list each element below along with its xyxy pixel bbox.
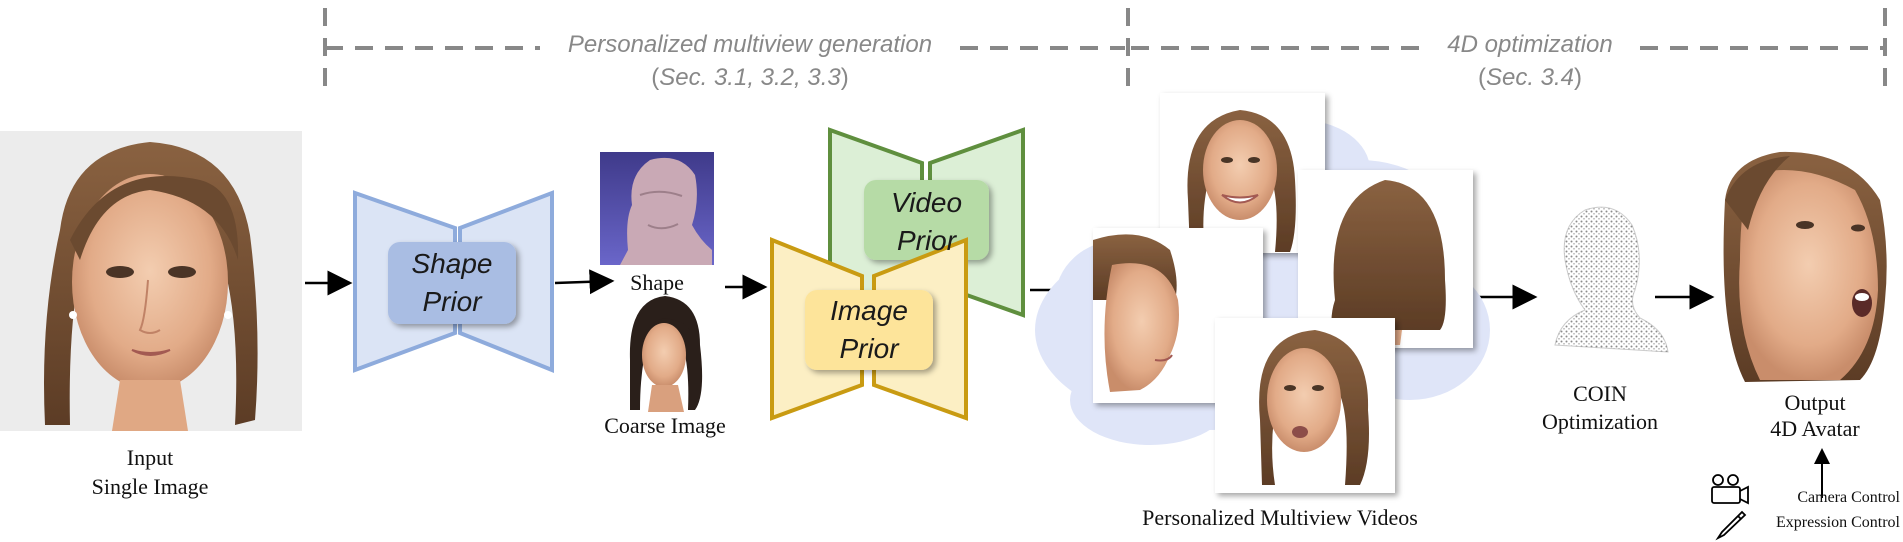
stage2-ref-text: Sec. 3.4 (1485, 64, 1575, 91)
stage2-section-ref: (Sec. 3.4) (1420, 62, 1640, 94)
multiview-caption: Personalized Multiview Videos (1142, 505, 1418, 530)
pen-icon (1715, 510, 1747, 541)
arrow-shape-prior-to-shape (554, 269, 615, 295)
image-prior-line2: Prior (839, 333, 899, 364)
coin-caption: COIN Optimization (1510, 380, 1690, 436)
stage2-title: 4D optimization (1420, 29, 1640, 61)
shape-caption: Shape (630, 270, 684, 295)
image-prior-network (770, 237, 968, 421)
stage1-ref-close: ) (840, 64, 849, 91)
output-caption-line2: 4D Avatar (1770, 416, 1860, 441)
stage2-ref-open: ( (1477, 64, 1486, 91)
camera-icon (1711, 474, 1749, 505)
multiview-frame-front-smile (1160, 93, 1325, 253)
output-avatar (1723, 151, 1887, 382)
stage1-section-ref: (Sec. 3.1, 3.2, 3.3) (540, 62, 960, 94)
camera-control-label: Camera Control (1797, 489, 1900, 506)
shape-prior-label: Shape Prior (388, 245, 516, 321)
shape-prior-line1: Shape (411, 248, 493, 279)
shape-mesh-render (600, 152, 714, 265)
stage2-ref-close: ) (1574, 64, 1583, 91)
output-caption-line1: Output (1784, 390, 1846, 415)
input-caption-line2: Single Image (91, 474, 209, 499)
coarse-image-caption: Coarse Image (604, 413, 726, 438)
shape-prior-network (353, 190, 554, 373)
coin-point-cloud (1554, 206, 1669, 353)
video-prior-label: Video Prior (864, 184, 989, 260)
image-prior-label: Image Prior (805, 292, 933, 368)
coin-caption-line1: COIN (1573, 381, 1627, 406)
stage1-ref-open: ( (651, 64, 660, 91)
shape-prior-line2: Prior (422, 286, 482, 317)
stage1-title: Personalized multiview generation (540, 29, 960, 61)
coarse-image (620, 292, 708, 412)
video-prior-line1: Video (890, 187, 963, 218)
input-portrait (0, 131, 302, 431)
multiview-frame-side (1093, 228, 1263, 403)
video-prior-line2: Prior (896, 225, 957, 256)
image-prior-line1: Image (830, 295, 908, 326)
input-caption-line1: Input (126, 445, 174, 470)
multiview-frame-three-quarter (1215, 318, 1395, 493)
expression-control-label: Expression Control (1776, 514, 1900, 531)
output-caption: Output 4D Avatar (1730, 390, 1900, 442)
input-caption: Input Single Image (50, 443, 250, 501)
coin-caption-line2: Optimization (1541, 409, 1659, 434)
stage1-ref-text: Sec. 3.1, 3.2, 3.3 (659, 64, 841, 91)
header-brackets (323, 8, 1887, 90)
